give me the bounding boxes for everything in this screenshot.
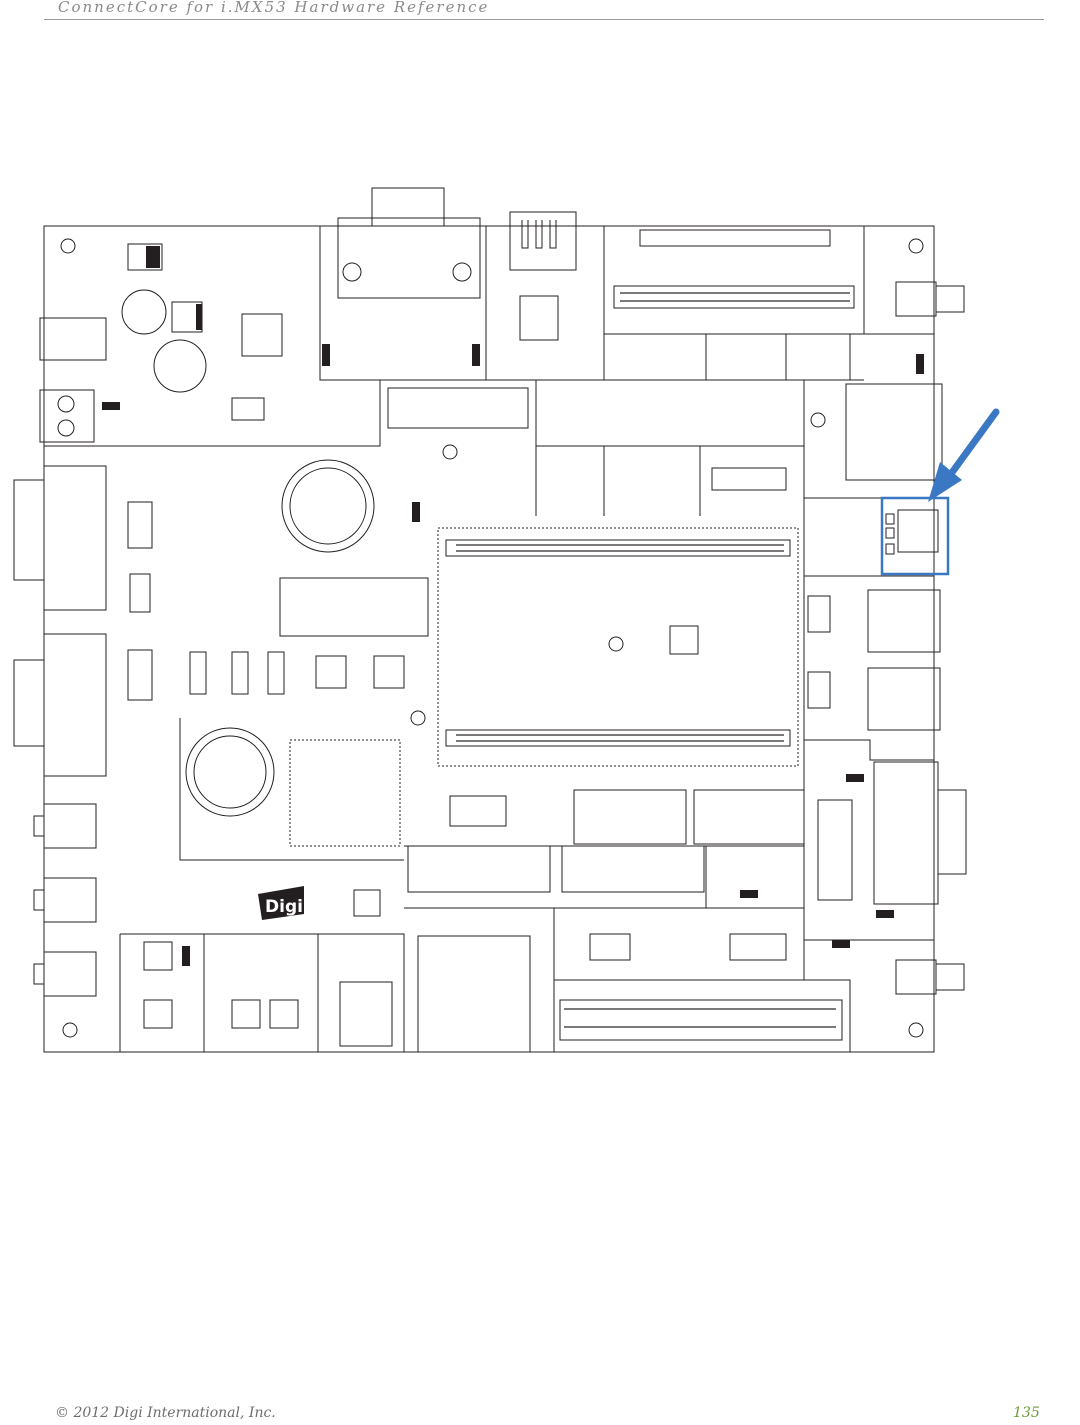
usb-top-connector	[510, 212, 576, 270]
indicator-arrow	[948, 412, 996, 478]
digi-logo-text: Digi	[265, 897, 303, 917]
board-outline	[44, 226, 934, 1052]
db9-top-connector	[372, 188, 444, 226]
footer-page-number: 135	[1013, 1405, 1040, 1421]
ethernet-connector	[846, 384, 942, 480]
footer-copyright: © 2012 Digi International, Inc.	[55, 1405, 276, 1421]
